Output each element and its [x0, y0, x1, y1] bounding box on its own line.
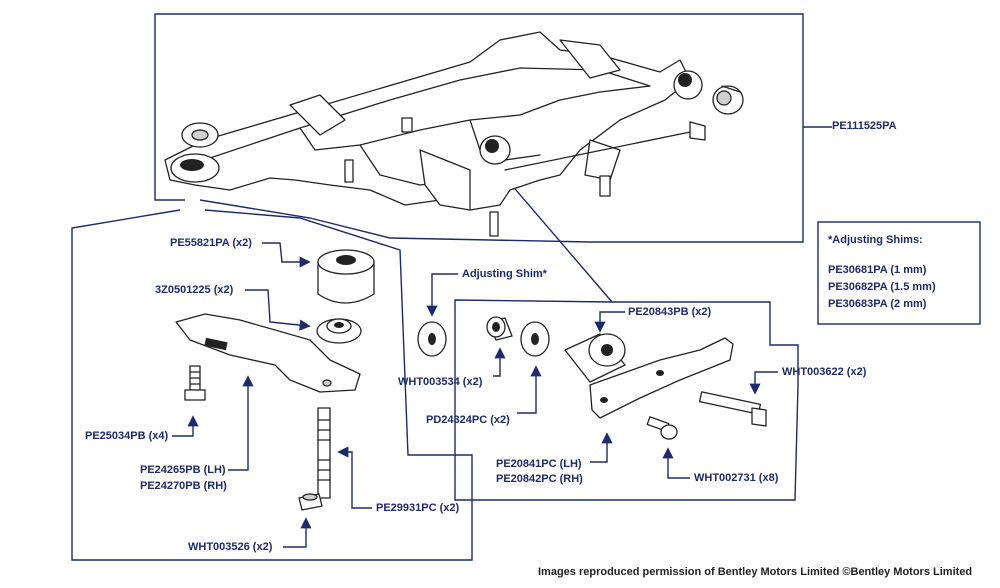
bracket-pe24265pb — [175, 313, 361, 393]
label-pe20843pb: PE20843PB (x2) — [628, 306, 712, 318]
bush-pe55821pa — [317, 249, 375, 304]
washer-pd24324pc — [520, 321, 550, 357]
bush-pe20843pb — [564, 333, 626, 383]
subframe-drawing — [164, 31, 744, 237]
shims-note-line-2: PE30682PA (1.5 mm) — [828, 281, 936, 293]
label-pd24324pc: PD24324PC (x2) — [426, 414, 510, 426]
label-wht002731: WHT002731 (x8) — [694, 472, 779, 484]
bracket-pe20841pc — [589, 337, 734, 419]
label-pe111525pa: PE111525PA — [832, 120, 897, 132]
label-adjusting-shim: Adjusting Shim* — [462, 268, 547, 280]
shims-note-box — [817, 221, 981, 325]
leader-lines — [172, 242, 778, 548]
label-pe25034pb: PE25034PB (x4) — [85, 430, 169, 442]
spacer-wht003534 — [486, 316, 513, 341]
label-3z0501225: 3Z0501225 (x2) — [155, 284, 234, 296]
label-pe24265pb: PE24265PB (LH) — [140, 464, 226, 476]
shims-note-line-3: PE30683PA (2 mm) — [828, 298, 927, 310]
label-pe20841pc: PE20841PC (LH) — [496, 458, 582, 470]
label-pe20842pc: PE20842PC (RH) — [496, 473, 583, 485]
shims-note-line-1: PE30681PA (1 mm) — [828, 264, 927, 276]
stud-pe29931pc — [317, 407, 331, 499]
copyright-credit: Images reproduced permission of Bentley … — [538, 566, 973, 578]
label-wht003526: WHT003526 (x2) — [188, 541, 273, 553]
shims-note-title: *Adjusting Shims: — [828, 234, 923, 246]
washer-3z0501225 — [316, 318, 362, 344]
label-pe24270pb: PE24270PB (RH) — [140, 480, 227, 492]
callout-frames — [71, 13, 981, 561]
shim — [417, 321, 447, 357]
nut-wht003526 — [298, 493, 323, 511]
label-wht003622: WHT003622 (x2) — [782, 366, 867, 378]
bolt-wht002731 — [646, 416, 678, 440]
bolt-wht003622 — [698, 391, 767, 427]
label-pe29931pc: PE29931PC (x2) — [376, 502, 460, 514]
label-wht003534: WHT003534 (x2) — [398, 376, 483, 388]
label-pe55821pa: PE55821PA (x2) — [170, 237, 252, 249]
bolt-pe25034pb — [184, 365, 206, 401]
